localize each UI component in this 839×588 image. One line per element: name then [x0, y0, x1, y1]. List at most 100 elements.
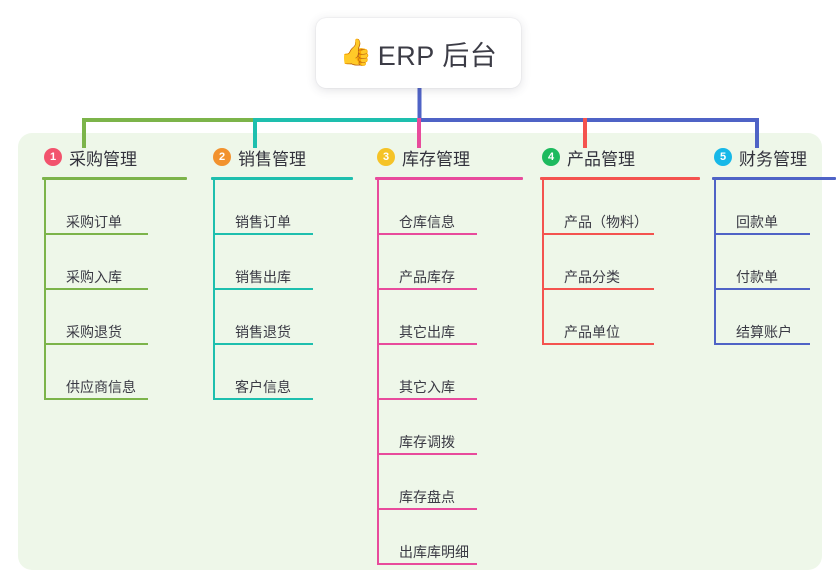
leaf-item[interactable]: 其它入库 — [377, 345, 523, 400]
leaf-rule — [714, 288, 810, 290]
branch-rule-3 — [375, 177, 523, 180]
leaf-spine-4 — [542, 180, 544, 345]
leaf-item[interactable]: 销售退货 — [213, 290, 353, 345]
leaf-rule — [542, 343, 654, 345]
leaf-label: 产品单位 — [564, 323, 620, 340]
leaf-item[interactable]: 结算账户 — [714, 290, 836, 345]
leaf-rule — [714, 233, 810, 235]
branch-badge-1: 1 — [44, 148, 62, 166]
branch-header-1[interactable]: 1 采购管理 — [42, 145, 187, 169]
leaf-item[interactable]: 产品（物料） — [542, 180, 700, 235]
leaf-item[interactable]: 产品分类 — [542, 235, 700, 290]
leaf-item[interactable]: 出库库明细 — [377, 510, 523, 565]
leaf-item[interactable]: 库存调拨 — [377, 400, 523, 455]
branch-badge-5: 5 — [714, 148, 732, 166]
branch-rule-2 — [211, 177, 353, 180]
leaf-item[interactable]: 产品库存 — [377, 235, 523, 290]
leaf-list-1: 采购订单 采购入库 采购退货 供应商信息 — [42, 180, 187, 400]
leaf-label: 回款单 — [736, 213, 778, 230]
leaf-rule — [213, 288, 313, 290]
leaf-label: 客户信息 — [235, 378, 291, 395]
leaf-label: 其它入库 — [399, 378, 455, 395]
leaf-item[interactable]: 销售出库 — [213, 235, 353, 290]
leaf-rule — [44, 233, 148, 235]
leaf-rule — [377, 453, 477, 455]
leaf-label: 产品（物料） — [564, 213, 648, 230]
leaf-rule — [44, 288, 148, 290]
leaf-item[interactable]: 库存盘点 — [377, 455, 523, 510]
leaf-list-3: 仓库信息 产品库存 其它出库 其它入库 库存调拨 库存盘点 — [375, 180, 523, 565]
leaf-rule — [44, 343, 148, 345]
leaf-label: 库存调拨 — [399, 433, 455, 450]
leaf-rule — [714, 343, 810, 345]
leaf-label: 其它出库 — [399, 323, 455, 340]
leaf-item[interactable]: 仓库信息 — [377, 180, 523, 235]
leaf-label: 库存盘点 — [399, 488, 455, 505]
leaf-label: 采购退货 — [66, 323, 122, 340]
leaf-list-4: 产品（物料） 产品分类 产品单位 — [540, 180, 700, 345]
leaf-label: 仓库信息 — [399, 213, 455, 230]
leaf-item[interactable]: 销售订单 — [213, 180, 353, 235]
leaf-spine-2 — [213, 180, 215, 400]
leaf-item[interactable]: 付款单 — [714, 235, 836, 290]
branch-column-4: 4 产品管理 产品（物料） 产品分类 产品单位 — [540, 145, 700, 345]
leaf-list-5: 回款单 付款单 结算账户 — [712, 180, 836, 345]
leaf-item[interactable]: 采购退货 — [44, 290, 187, 345]
leaf-spine-3 — [377, 180, 379, 565]
leaf-item[interactable]: 采购订单 — [44, 180, 187, 235]
leaf-label: 结算账户 — [736, 323, 792, 340]
leaf-label: 产品分类 — [564, 268, 620, 285]
branch-title-3: 库存管理 — [402, 149, 470, 169]
branch-title-1: 采购管理 — [69, 149, 137, 169]
branch-rule-4 — [540, 177, 700, 180]
branch-title-5: 财务管理 — [739, 149, 807, 169]
leaf-list-2: 销售订单 销售出库 销售退货 客户信息 — [211, 180, 353, 400]
leaf-rule — [377, 508, 477, 510]
branch-title-2: 销售管理 — [238, 149, 306, 169]
leaf-label: 采购订单 — [66, 213, 122, 230]
leaf-spine-5 — [714, 180, 716, 345]
thumbs-up-icon: 👍 — [339, 37, 373, 67]
leaf-label: 付款单 — [736, 268, 778, 285]
leaf-label: 采购入库 — [66, 268, 122, 285]
leaf-spine-1 — [44, 180, 46, 400]
leaf-label: 销售退货 — [235, 323, 291, 340]
leaf-item[interactable]: 回款单 — [714, 180, 836, 235]
branch-header-3[interactable]: 3 库存管理 — [375, 145, 523, 169]
leaf-rule — [542, 288, 654, 290]
branch-rule-5 — [712, 177, 836, 180]
branch-title-4: 产品管理 — [567, 149, 635, 169]
leaf-rule — [377, 343, 477, 345]
branch-header-2[interactable]: 2 销售管理 — [211, 145, 353, 169]
root-node[interactable]: 👍 ERP 后台 — [316, 18, 521, 88]
leaf-label: 产品库存 — [399, 268, 455, 285]
leaf-rule — [377, 233, 477, 235]
branch-badge-2: 2 — [213, 148, 231, 166]
branch-rule-1 — [42, 177, 187, 180]
leaf-item[interactable]: 产品单位 — [542, 290, 700, 345]
branch-header-4[interactable]: 4 产品管理 — [540, 145, 700, 169]
leaf-rule — [213, 233, 313, 235]
leaf-label: 销售出库 — [235, 268, 291, 285]
leaf-rule — [213, 398, 313, 400]
branch-column-5: 5 财务管理 回款单 付款单 结算账户 — [712, 145, 836, 345]
root-title: ERP 后台 — [377, 40, 498, 71]
leaf-rule — [377, 288, 477, 290]
leaf-rule — [44, 398, 148, 400]
branches-panel — [18, 133, 822, 570]
leaf-rule — [213, 343, 313, 345]
leaf-label: 销售订单 — [235, 213, 291, 230]
branch-column-1: 1 采购管理 采购订单 采购入库 采购退货 供应商信息 — [42, 145, 187, 400]
branch-column-2: 2 销售管理 销售订单 销售出库 销售退货 客户信息 — [211, 145, 353, 400]
leaf-item[interactable]: 其它出库 — [377, 290, 523, 345]
leaf-rule — [377, 398, 477, 400]
leaf-item[interactable]: 客户信息 — [213, 345, 353, 400]
leaf-rule — [542, 233, 654, 235]
leaf-rule — [377, 563, 477, 565]
branch-header-5[interactable]: 5 财务管理 — [712, 145, 836, 169]
branch-badge-4: 4 — [542, 148, 560, 166]
leaf-item[interactable]: 供应商信息 — [44, 345, 187, 400]
leaf-label: 供应商信息 — [66, 378, 136, 395]
leaf-item[interactable]: 采购入库 — [44, 235, 187, 290]
